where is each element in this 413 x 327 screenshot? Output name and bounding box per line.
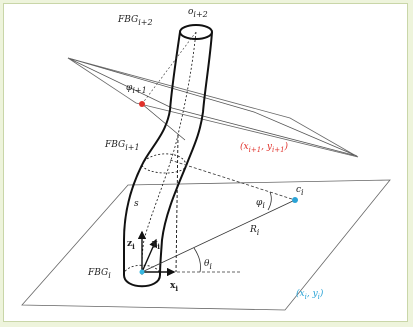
label-r-i: Ri: [249, 225, 260, 237]
point-c-i: [292, 197, 298, 203]
point-origin-i: [139, 269, 145, 275]
tube-upper-left-edge: [141, 31, 181, 166]
tube-mid-ellipse-back: [141, 153, 187, 167]
label-x-i: xi: [170, 281, 178, 293]
y-axis-arrow: [141, 238, 158, 273]
phi-i1-ray: [141, 103, 186, 141]
upper-plane-edges: [67, 57, 359, 158]
label-phi-i1: φi+1: [126, 83, 147, 95]
radius-line-ri: [141, 199, 296, 273]
label-s: s: [134, 199, 139, 209]
tube-bottom-ellipse-front: [123, 274, 161, 288]
tube-upper-right-edge: [185, 31, 213, 167]
upper-phi-line: [141, 31, 197, 105]
figure-frame: [3, 3, 408, 322]
label-plane-i: (xi, yi): [296, 288, 324, 301]
upper-radius-line: [169, 159, 296, 201]
vertical-projection-line: [175, 134, 179, 273]
label-y-i: yi: [151, 239, 160, 251]
label-z-i: zi: [127, 239, 135, 251]
point-phi-i1: [139, 101, 145, 107]
label-fbg-i: FBGi: [87, 268, 111, 280]
label-c-i: ci: [296, 185, 304, 197]
center-axis-curve: [141, 31, 197, 276]
tube-lower-right-edge: [159, 165, 187, 276]
label-o-i2: oi+2: [188, 7, 208, 19]
phi-arc: [267, 191, 272, 211]
tube-lower-left-edge: [123, 164, 143, 275]
label-fbg-i2: FBGi+2: [117, 15, 153, 27]
label-plane-i1: (xi+1, yi+1): [240, 141, 289, 154]
theta-arc: [193, 247, 201, 273]
tube-mid-ellipse-front: [141, 164, 187, 174]
lower-plane: [21, 179, 391, 311]
label-fbg-i1: FBGi+1: [104, 140, 140, 152]
label-theta-i: θi: [204, 259, 212, 271]
label-phi-i: φi: [256, 198, 265, 210]
